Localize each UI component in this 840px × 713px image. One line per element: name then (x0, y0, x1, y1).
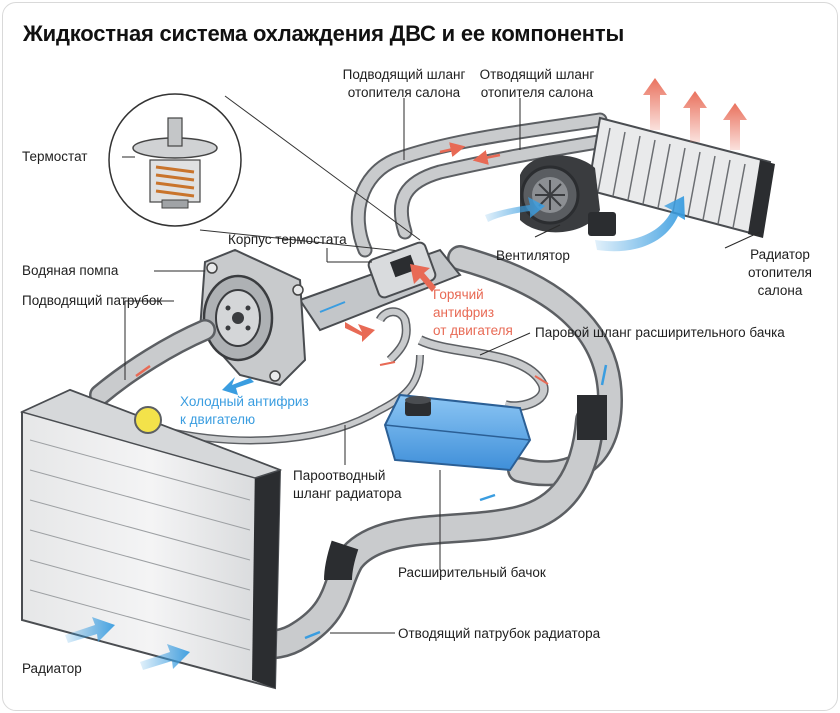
heater-hoses (350, 112, 618, 258)
label-heater-outlet-hose: Отводящий шланг отопителя салона (463, 66, 611, 102)
label-expansion-tank: Расширительный бачок (398, 565, 546, 580)
label-heater-inlet-hose: Подводящий шланг отопителя салона (325, 66, 483, 102)
label-line: от двигателя (433, 323, 513, 338)
cold-air-arrow-radiator-1 (65, 617, 115, 643)
label-tank-steam-hose: Паровой шланг расширительного бачка (535, 325, 785, 340)
label-cold-antifreeze: Холодный антифриз к двигателю (180, 393, 309, 429)
label-water-pump: Водяная помпа (22, 263, 119, 278)
label-line: шланг радиатора (293, 486, 402, 501)
expansion-tank (383, 393, 532, 472)
lower-hose (245, 395, 607, 660)
label-line: Подводящий шланг (342, 67, 466, 82)
label-heater-radiator: Радиатор отопителя салона (730, 246, 830, 300)
label-line: Горячий (433, 287, 484, 302)
label-radiator: Радиатор (22, 661, 82, 676)
label-hot-antifreeze: Горячий антифриз от двигателя (433, 286, 513, 340)
diagram-title: Жидкостная система охлаждения ДВС и ее к… (23, 21, 625, 46)
label-thermostat: Термостат (22, 149, 88, 164)
label-thermostat-housing: Корпус термостата (228, 232, 347, 247)
label-line: Холодный антифриз (180, 394, 309, 409)
label-line: Пароотводный (293, 468, 386, 483)
label-line: салона (757, 283, 803, 298)
thermostat-inset (108, 93, 421, 253)
label-inlet-pipe: Подводящий патрубок (22, 293, 163, 308)
cold-air-arrow-in (485, 197, 545, 222)
label-radiator-outlet-pipe: Отводящий патрубок радиатора (398, 626, 601, 641)
cold-antifreeze-arrow (222, 377, 254, 395)
hot-air-arrows (643, 78, 747, 150)
water-pump (198, 248, 307, 387)
cold-air-arrow-radiator-2 (140, 644, 190, 670)
label-line: к двигателю (180, 412, 256, 427)
label-line: отопителя салона (480, 85, 594, 100)
main-radiator (19, 388, 283, 690)
inlet-pipe (89, 319, 216, 406)
cold-air-arrow-out (595, 196, 685, 252)
heater-radiator (586, 116, 775, 238)
label-line: отопителя салона (347, 85, 461, 100)
leader-lines (122, 98, 761, 634)
label-line: отопителя (748, 265, 812, 280)
label-line: Отводящий шланг (479, 67, 595, 82)
radiator-steam-hose (159, 354, 424, 445)
label-radiator-steam-hose: Пароотводный шланг радиатора (293, 467, 402, 503)
label-fan: Вентилятор (496, 248, 570, 263)
hot-antifreeze-arrow (410, 264, 436, 292)
hot-antifreeze-arrow-2 (345, 322, 375, 342)
label-line: Радиатор (750, 247, 810, 262)
tank-steam-hose (379, 335, 549, 412)
label-line: антифриз (433, 305, 495, 320)
